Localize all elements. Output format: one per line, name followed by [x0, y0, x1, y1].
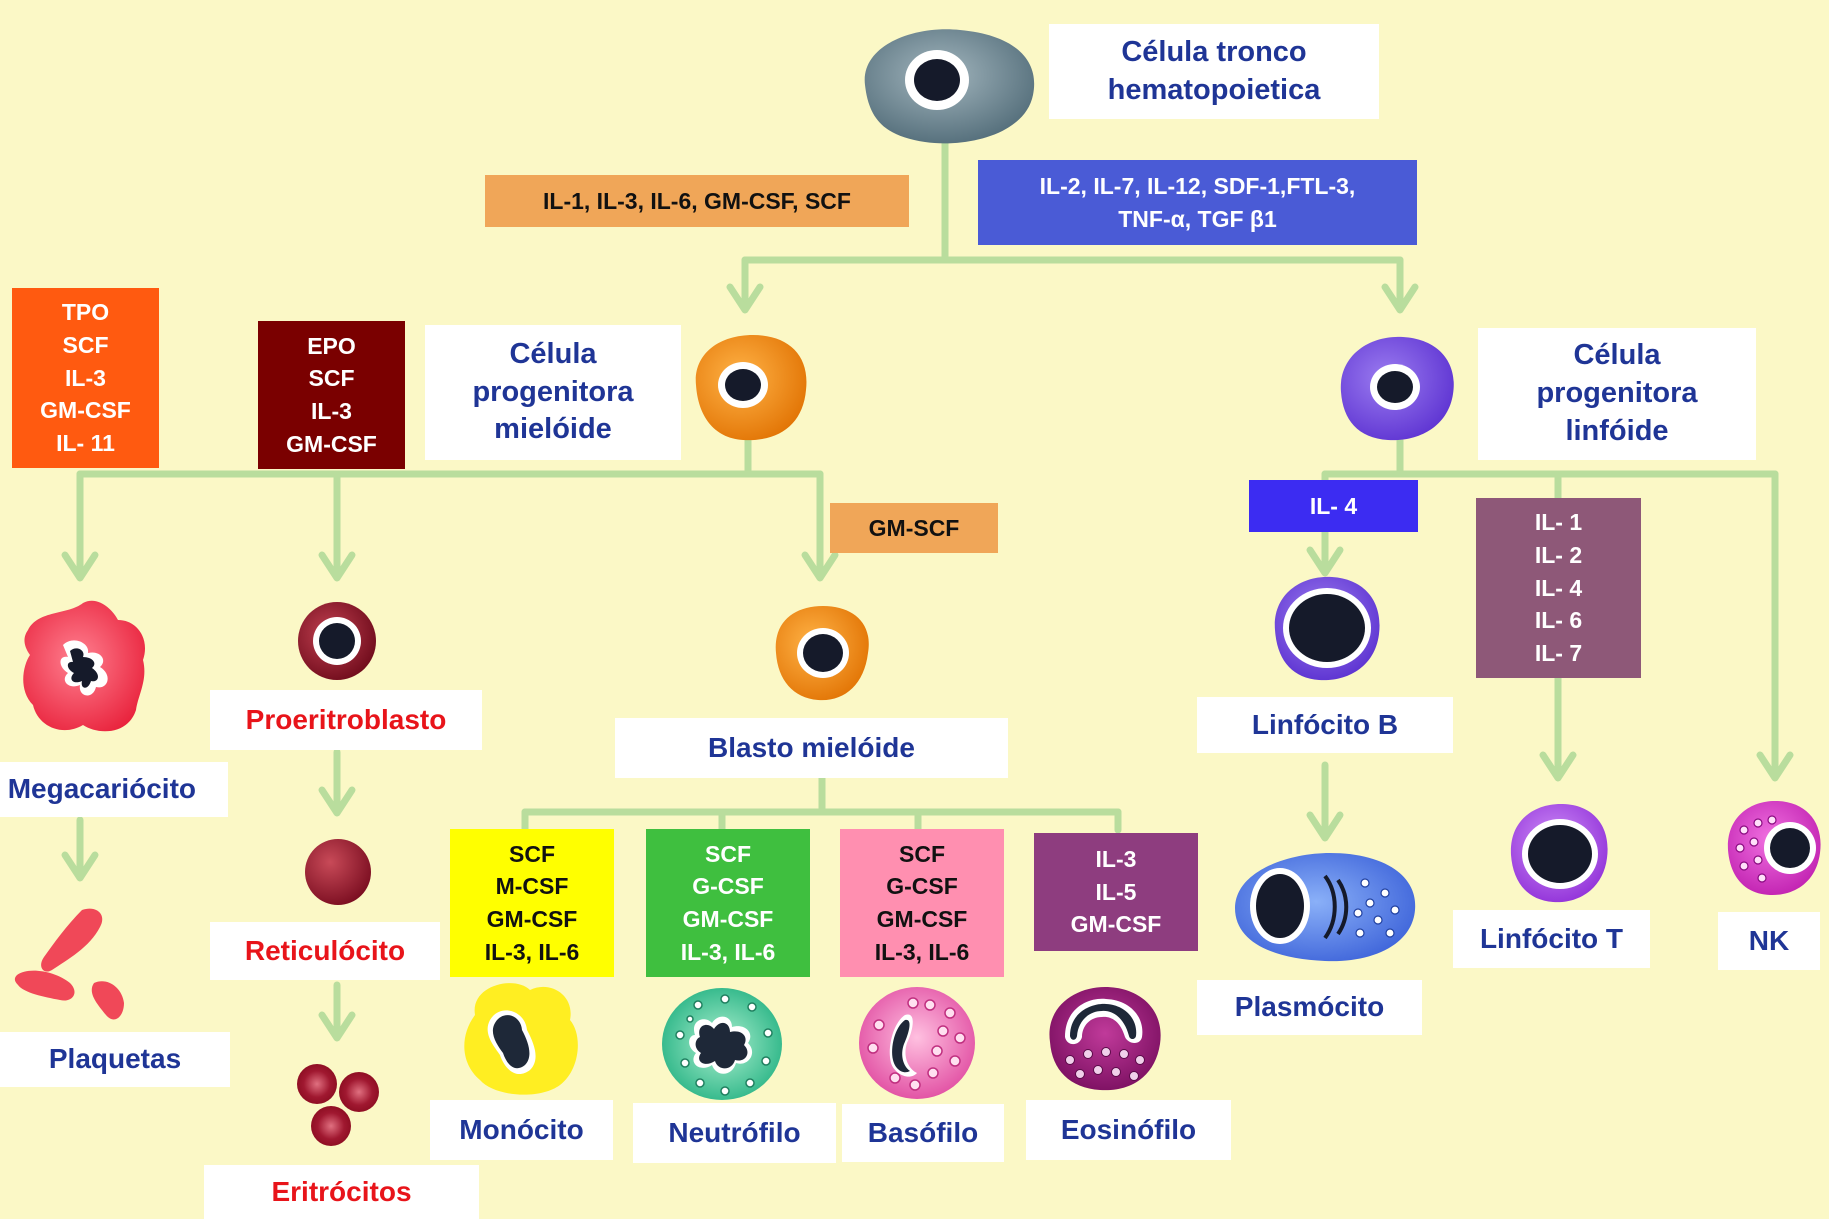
b-lymphocyte-cell — [1267, 572, 1385, 684]
neutrophil-factor: SCF — [705, 838, 751, 871]
erythroid-factor: SCF — [309, 362, 355, 395]
plasma-cell-shape — [1230, 848, 1420, 966]
erythroid-factor: GM-CSF — [286, 428, 377, 461]
megakaryocyte-factor: GM-CSF — [40, 394, 131, 427]
megakaryocyte-factors-box: TPO SCF IL-3 GM-CSF IL- 11 — [12, 288, 159, 468]
t-lymphocyte-cell — [1505, 800, 1613, 906]
monocyte-label: Monócito — [430, 1100, 613, 1160]
b-lymphocyte-label: Linfócito B — [1197, 697, 1453, 753]
neutrophil-factor: GM-CSF — [683, 903, 774, 936]
blast-factors-box: GM-SCF — [830, 503, 998, 553]
neutrophil-label: Neutrófilo — [633, 1103, 836, 1163]
basophil-factor: IL-3, IL-6 — [875, 936, 970, 969]
erythrocytes-shape — [295, 1062, 385, 1150]
erythroid-factor: IL-3 — [311, 395, 352, 428]
neutrophil-cell — [660, 985, 785, 1103]
stem-cell — [855, 20, 1040, 150]
myeloid-blast-label: Blasto mielóide — [615, 718, 1008, 778]
erythrocytes-label: Eritrócitos — [204, 1165, 479, 1219]
b-lymphocyte-shape — [1267, 572, 1385, 684]
nk-cell-shape — [1722, 798, 1826, 898]
lymphoid-progenitor-shape — [1333, 332, 1461, 444]
monocyte-factor: M-CSF — [496, 870, 569, 903]
eosinophil-factors-box: IL-3 IL-5 GM-CSF — [1034, 833, 1198, 951]
eosinophil-cell — [1040, 982, 1170, 1094]
t-cell-factor: IL- 1 — [1535, 506, 1582, 539]
monocyte-factors-box: SCF M-CSF GM-CSF IL-3, IL-6 — [450, 829, 614, 977]
blast-factor: GM-SCF — [869, 512, 960, 545]
reticulocyte-cell — [304, 838, 372, 906]
lymphoid-progenitor-cell — [1333, 332, 1461, 444]
erythrocytes-cell — [295, 1062, 385, 1150]
nk-cell — [1722, 798, 1826, 898]
t-cell-factor: IL- 7 — [1535, 637, 1582, 670]
eosinophil-factor: IL-3 — [1096, 843, 1137, 876]
stem-cell-label: Célula tronco hematopoietica — [1049, 24, 1379, 119]
eosinophil-shape — [1040, 982, 1170, 1094]
t-lymphocyte-label: Linfócito T — [1453, 910, 1650, 968]
myeloid-factors-box: IL-1, IL-3, IL-6, GM-CSF, SCF — [485, 175, 909, 227]
monocyte-factor: GM-CSF — [487, 903, 578, 936]
myeloid-progenitor-cell — [688, 330, 813, 445]
lymphoid-factor-line: TNF-α, TGF β1 — [1118, 203, 1277, 236]
monocyte-shape — [455, 975, 585, 1100]
megakaryocyte-factor: IL-3 — [65, 362, 106, 395]
lymphoid-progenitor-label: Célula progenitora linfóide — [1478, 328, 1756, 460]
myeloid-progenitor-label: Célula progenitora mielóide — [425, 325, 681, 460]
reticulocyte-shape — [304, 838, 372, 906]
neutrophil-factor: G-CSF — [692, 870, 764, 903]
megakaryocyte-label: Megacariócito — [0, 762, 228, 817]
plasma-cell — [1230, 848, 1420, 966]
basophil-factor: G-CSF — [886, 870, 958, 903]
lymphoid-factors-box: IL-2, IL-7, IL-12, SDF-1,FTL-3, TNF-α, T… — [978, 160, 1417, 245]
platelets-label: Plaquetas — [0, 1032, 230, 1087]
proerythroblast-cell — [296, 600, 378, 682]
erythroid-factors-box: EPO SCF IL-3 GM-CSF — [258, 321, 405, 469]
megakaryocyte-shape — [18, 595, 153, 740]
basophil-shape — [855, 983, 980, 1103]
basophil-cell — [855, 983, 980, 1103]
stem-cell-shape — [855, 20, 1040, 150]
neutrophil-shape — [660, 985, 785, 1103]
basophil-label: Basófilo — [842, 1104, 1004, 1162]
t-cell-factor: IL- 6 — [1535, 604, 1582, 637]
platelets-shape — [12, 905, 137, 1030]
lymphoid-factor-line: IL-2, IL-7, IL-12, SDF-1,FTL-3, — [1040, 170, 1356, 203]
t-lymphocyte-shape — [1505, 800, 1613, 906]
neutrophil-factors-box: SCF G-CSF GM-CSF IL-3, IL-6 — [646, 829, 810, 977]
b-cell-factors-box: IL- 4 — [1249, 480, 1418, 532]
reticulocyte-label: Reticulócito — [210, 922, 440, 980]
megakaryocyte-factor: TPO — [62, 296, 109, 329]
proerythroblast-label: Proeritroblasto — [210, 690, 482, 750]
myeloid-factor-line: IL-1, IL-3, IL-6, GM-CSF, SCF — [543, 185, 851, 218]
myeloid-progenitor-shape — [688, 330, 813, 445]
basophil-factor: GM-CSF — [877, 903, 968, 936]
myeloid-blast-cell — [768, 598, 876, 706]
monocyte-factor: SCF — [509, 838, 555, 871]
neutrophil-factor: IL-3, IL-6 — [681, 936, 776, 969]
monocyte-cell — [455, 975, 585, 1100]
megakaryocyte-cell — [18, 595, 153, 740]
eosinophil-label: Eosinófilo — [1026, 1100, 1231, 1160]
basophil-factors-box: SCF G-CSF GM-CSF IL-3, IL-6 — [840, 829, 1004, 977]
t-cell-factor: IL- 4 — [1535, 572, 1582, 605]
megakaryocyte-factor: IL- 11 — [56, 427, 115, 460]
nk-label: NK — [1718, 912, 1820, 970]
megakaryocyte-factor: SCF — [63, 329, 109, 362]
b-cell-factor: IL- 4 — [1310, 490, 1357, 523]
basophil-factor: SCF — [899, 838, 945, 871]
myeloid-blast-shape — [768, 598, 876, 706]
proerythroblast-shape — [296, 600, 378, 682]
eosinophil-factor: IL-5 — [1096, 876, 1137, 909]
erythroid-factor: EPO — [307, 330, 356, 363]
t-cell-factor: IL- 2 — [1535, 539, 1582, 572]
t-cell-factors-box: IL- 1 IL- 2 IL- 4 IL- 6 IL- 7 — [1476, 498, 1641, 678]
eosinophil-factor: GM-CSF — [1071, 908, 1162, 941]
plasma-cell-label: Plasmócito — [1197, 980, 1422, 1035]
platelets-cell — [12, 905, 137, 1030]
monocyte-factor: IL-3, IL-6 — [485, 936, 580, 969]
